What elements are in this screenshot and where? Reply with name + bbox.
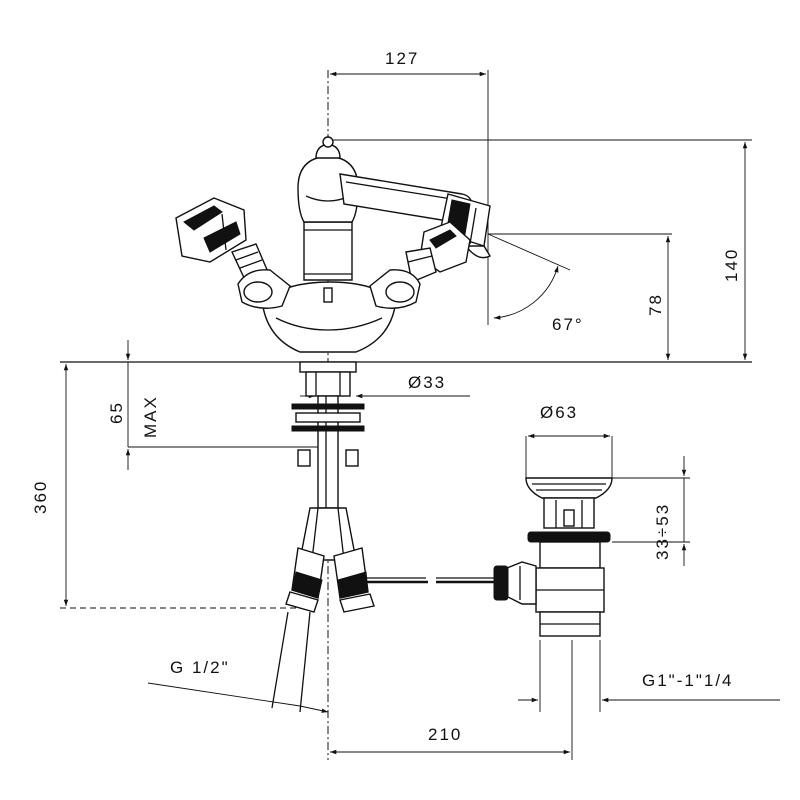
dim-127-label: 127 — [385, 49, 419, 68]
dimension-127: 127 — [330, 49, 486, 77]
dim-210-label: 210 — [428, 725, 462, 744]
dim-33-53-label: 33÷53 — [653, 503, 672, 560]
right-cross-handle — [369, 221, 471, 309]
dimension-360: 360 — [31, 364, 69, 606]
dim-g1-label: G1"-1"1/4 — [642, 671, 734, 690]
dim-360-label: 360 — [31, 480, 50, 514]
dim-78-label: 78 — [646, 293, 665, 316]
dim-140-label: 140 — [722, 248, 741, 282]
faucet-body — [261, 136, 491, 353]
dim-65-label: 65 — [107, 401, 126, 424]
dimension-g1: G1"-1"1/4 — [518, 640, 780, 712]
left-cross-handle — [175, 197, 291, 309]
dimension-65-max: 65 MAX — [107, 340, 160, 470]
dimension-67-deg: 67° — [487, 233, 584, 334]
dimension-140: 140 — [722, 141, 748, 360]
dim-g12-label: G 1/2" — [170, 658, 230, 677]
popup-waste — [493, 477, 613, 637]
dimension-33-53: 33÷53 — [612, 456, 690, 566]
dim-d63-label: Ø63 — [540, 403, 578, 422]
dim-d33-label: Ø33 — [408, 373, 446, 392]
reference-lines — [60, 70, 752, 760]
dimension-d63: Ø63 — [525, 403, 613, 480]
dim-max-label: MAX — [141, 395, 160, 438]
dimension-210: 210 — [330, 640, 573, 760]
dimension-g12: G 1/2" — [147, 658, 329, 713]
dimension-78: 78 — [646, 235, 671, 360]
under-deck-assembly — [271, 361, 500, 713]
dim-67-label: 67° — [552, 315, 584, 334]
